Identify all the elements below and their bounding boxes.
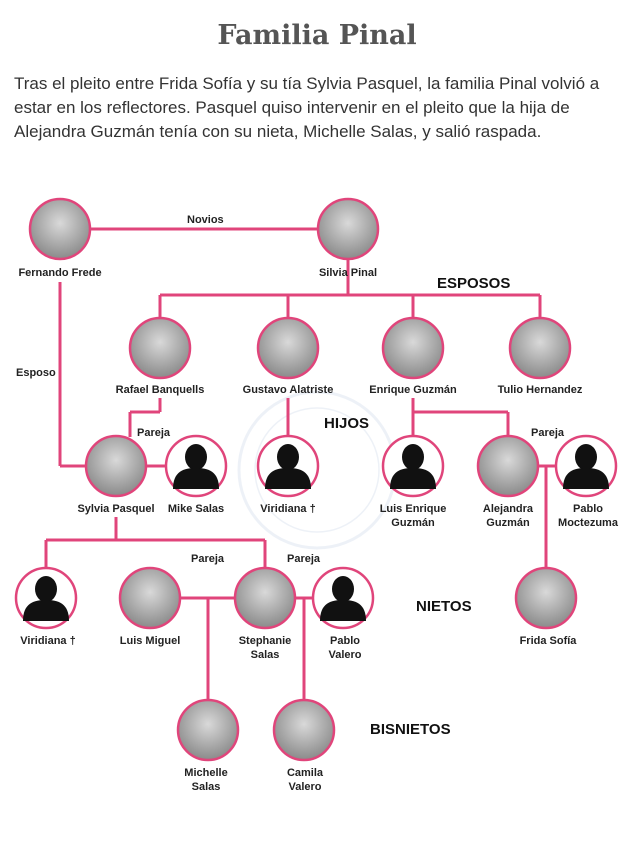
person-name: Enrique Guzmán — [369, 384, 457, 396]
relation-label-esposo: Esposo — [16, 367, 56, 379]
person-name: Alejandra — [483, 503, 534, 515]
relation-label-pareja-1: Pareja — [137, 427, 171, 439]
person-enrique-guzman: Enrique Guzmán — [369, 316, 457, 396]
person-name: Luis Enrique — [380, 503, 447, 515]
person-name-line2: Moctezuma — [558, 517, 619, 529]
person-frida-sofia: Frida Sofía — [514, 566, 578, 647]
person-name: Tulio Hernandez — [498, 384, 583, 396]
relation-label-pareja-4: Pareja — [287, 553, 321, 565]
person-name-line2: Valero — [328, 649, 361, 661]
person-luis-miguel: Luis Miguel — [118, 566, 182, 647]
person-name-line2: Salas — [192, 781, 221, 793]
person-name: Frida Sofía — [520, 635, 578, 647]
person-name: Rafael Banquells — [116, 384, 205, 396]
person-name-line2: Guzmán — [391, 517, 435, 529]
connector-lines — [44, 227, 555, 700]
generation-label-children: HIJOS — [324, 415, 369, 432]
person-mike-salas: Mike Salas — [164, 434, 228, 515]
person-name: Fernando Frede — [18, 267, 101, 279]
person-name: Viridiana † — [20, 635, 75, 647]
person-pablo-moctezuma: Pablo Moctezuma — [554, 434, 619, 529]
person-tulio-hernandez: Tulio Hernandez — [498, 316, 583, 396]
relation-label-pareja-3: Pareja — [191, 553, 225, 565]
person-luis-enrique-guzman: Luis Enrique Guzmán — [380, 434, 447, 529]
relation-label-novios: Novios — [187, 214, 224, 226]
person-name-line2: Salas — [251, 649, 280, 661]
person-alejandra-guzman: Alejandra Guzmán — [476, 434, 540, 529]
person-name: Mike Salas — [168, 503, 224, 515]
person-fernando-frede: Fernando Frede — [18, 197, 102, 279]
person-sylvia-pasquel: Sylvia Pasquel — [77, 434, 155, 515]
person-name: Silvia Pinal — [319, 267, 377, 279]
person-name: Camila — [287, 767, 324, 779]
person-silvia-pinal: Silvia Pinal — [316, 197, 380, 279]
person-name: Michelle — [184, 767, 227, 779]
generation-label-spouses: ESPOSOS — [437, 275, 510, 292]
intro-paragraph: Tras el pleito entre Frida Sofía y su tí… — [14, 74, 600, 141]
generation-label-great-grandchildren: BISNIETOS — [370, 721, 451, 738]
person-name: Sylvia Pasquel — [77, 503, 154, 515]
person-name: Pablo — [330, 635, 360, 647]
person-name: Stephanie — [239, 635, 292, 647]
page-title: Familia Pinal — [217, 20, 417, 51]
person-name-line2: Guzmán — [486, 517, 530, 529]
person-name: Luis Miguel — [120, 635, 181, 647]
person-michelle-salas: Michelle Salas — [176, 698, 240, 793]
person-name-line2: Valero — [288, 781, 321, 793]
person-name: Gustavo Alatriste — [243, 384, 334, 396]
person-pablo-valero: Pablo Valero — [311, 566, 375, 661]
relation-label-pareja-2: Pareja — [531, 427, 565, 439]
person-name: Pablo — [573, 503, 603, 515]
person-viridiana-hijos: Viridiana † — [256, 434, 320, 515]
person-rafael-banquells: Rafael Banquells — [116, 316, 205, 396]
person-stephanie-salas: Stephanie Salas — [233, 566, 297, 661]
person-viridiana-nietos: Viridiana † — [14, 566, 78, 647]
person-camila-valero: Camila Valero — [272, 698, 336, 793]
person-name: Viridiana † — [260, 503, 315, 515]
person-gustavo-alatriste: Gustavo Alatriste — [243, 316, 334, 396]
generation-label-grandchildren: NIETOS — [416, 598, 472, 615]
